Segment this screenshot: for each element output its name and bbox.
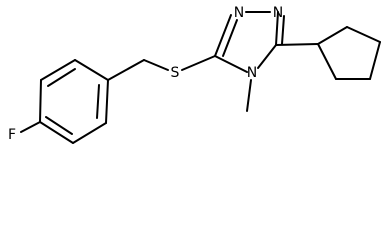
bond-c3-n2 xyxy=(214,14,232,57)
bond-n4-methyl xyxy=(246,79,252,112)
bond-ar-c1-c2 xyxy=(105,79,109,124)
bond-ar-c3-c4-inner xyxy=(45,116,73,135)
bond-ar-c6-c1 xyxy=(74,59,109,81)
bond-c5-n4 xyxy=(257,44,277,69)
bond-ar-c2-c3 xyxy=(72,122,107,144)
bond-cp1-cp2 xyxy=(317,26,348,45)
bond-ar-fluorine xyxy=(20,121,41,133)
bond-n1-c5-double xyxy=(281,15,285,45)
bond-ar-c4-c5 xyxy=(39,79,42,123)
bond-ar-c5-c6-inner xyxy=(47,68,76,87)
bond-sulfur-ch2 xyxy=(143,59,169,71)
bond-c5-cyclopentyl xyxy=(275,43,319,46)
atom-nitrogen-2: N xyxy=(234,5,244,21)
atom-nitrogen-4: N xyxy=(247,65,257,81)
bond-cp5-cp1 xyxy=(317,43,337,80)
bond-c3-n2-double xyxy=(222,19,238,57)
molecule-structure-diagram: N N N S F xyxy=(8,5,381,144)
bond-cp2-cp3 xyxy=(346,26,381,43)
bond-cp3-cp4 xyxy=(369,41,381,80)
bond-n4-c3 xyxy=(214,55,248,73)
bond-ar-c1-c2-inner xyxy=(96,84,100,119)
bond-ar-c5-c6 xyxy=(40,59,76,81)
atom-nitrogen-1: N xyxy=(273,5,283,21)
atom-fluorine: F xyxy=(8,127,16,143)
structure-canvas: N N N S F xyxy=(8,5,381,144)
bond-c3-sulfur xyxy=(181,55,216,71)
bond-ch2-aryl xyxy=(107,59,145,81)
atom-sulfur: S xyxy=(171,65,180,81)
bond-n1-c5 xyxy=(275,11,279,46)
bond-ar-c3-c4 xyxy=(39,121,74,144)
